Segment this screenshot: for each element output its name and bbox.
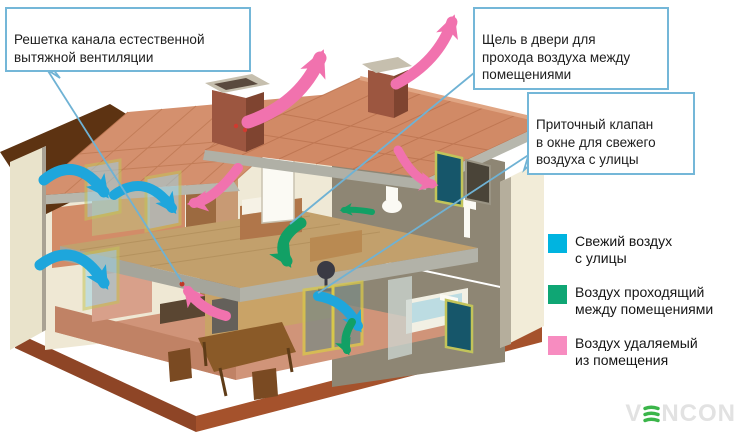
transfer-air-label: Воздух проходящий между помещениями (575, 284, 714, 318)
fresh-arrow-upper-window-1 (38, 164, 110, 199)
transfer-arrow-door-gap (269, 217, 307, 268)
exhaust-arrow-right-chimney (390, 14, 458, 90)
exhaust-air-swatch (548, 336, 567, 356)
exhaust-grille-marker (179, 281, 185, 287)
callout-door-gap: Щель в двери для прохода воздуха между п… (473, 7, 669, 91)
watermark-suffix: NCON (661, 400, 736, 427)
transfer-air-arrows (269, 203, 375, 356)
right-chimney (362, 57, 412, 118)
exhaust-air-label: Воздух удаляемый из помещения (575, 335, 698, 369)
vencon-watermark: V NCON (625, 400, 736, 428)
callout-window-inlet-valve-text: Приточный клапан в окне для свежего возд… (536, 116, 656, 168)
exhaust-arrow-upper-hall (186, 163, 243, 212)
legend-item-fresh-air: Свежий воздух с улицы (548, 233, 713, 267)
leader-window-inlet (317, 153, 531, 294)
fresh-arrow-living-room-window (34, 249, 110, 290)
fresh-air-swatch (548, 234, 567, 253)
fresh-air-label: Свежий воздух с улицы (575, 233, 673, 267)
transfer-arrow-upper-bathroom (339, 203, 375, 216)
leader-door-gap (289, 67, 481, 225)
watermark-prefix: V (625, 400, 643, 427)
legend-item-exhaust-air: Воздух удаляемый из помещения (548, 335, 713, 369)
callout-window-inlet-valve: Приточный клапан в окне для свежего возд… (527, 92, 695, 176)
exhaust-arrow-kitchen-grille (183, 285, 231, 321)
leader-exhaust-grille (35, 51, 183, 283)
legend: Свежий воздух с улицы Воздух проходящий … (548, 233, 713, 369)
exhaust-air-arrows (183, 14, 458, 321)
transfer-arrow-kitchen-door (335, 318, 356, 356)
exhaust-arrow-left-chimney (241, 49, 327, 129)
exhaust-arrow-upper-bathroom (393, 145, 439, 191)
transfer-air-swatch (548, 285, 567, 305)
callout-exhaust-grille: Решетка канала естественной вытяжной вен… (5, 7, 251, 73)
callout-door-gap-text: Щель в двери для прохода воздуха между п… (482, 31, 631, 83)
outer-walls (10, 146, 544, 350)
callout-exhaust-grille-text: Решетка канала естественной вытяжной вен… (14, 31, 205, 65)
fresh-arrow-upper-window-2 (109, 181, 177, 214)
vencon-e-icon (643, 405, 661, 422)
legend-item-transfer-air: Воздух проходящий между помещениями (548, 284, 713, 318)
